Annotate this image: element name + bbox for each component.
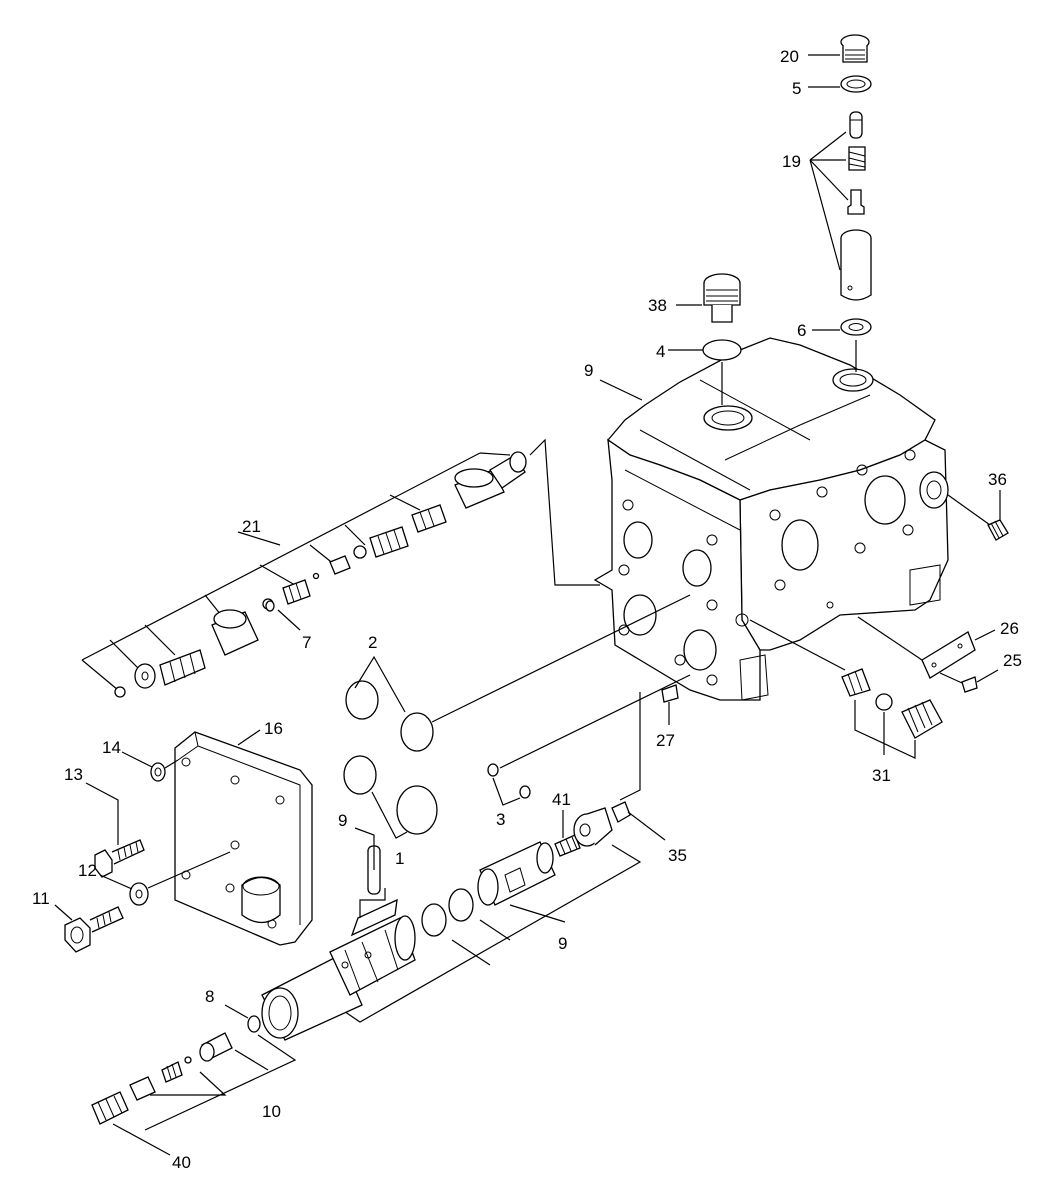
spool-assembly-21 xyxy=(81,438,600,698)
screw-27 xyxy=(661,684,679,703)
label-26: 26 xyxy=(1000,619,1019,638)
leader-lines xyxy=(54,54,1001,921)
label-21: 21 xyxy=(242,517,261,536)
label-36: 36 xyxy=(988,470,1007,489)
label-16: 16 xyxy=(264,719,283,738)
label-6: 6 xyxy=(797,321,806,340)
plug-36 xyxy=(987,519,1009,541)
label-25: 25 xyxy=(1003,651,1022,670)
bolt-13 xyxy=(94,839,145,878)
label-7: 7 xyxy=(302,633,311,652)
spring-seat-31 xyxy=(841,668,943,759)
washer-14 xyxy=(150,762,166,782)
pin-9 xyxy=(354,827,381,895)
label-35: 35 xyxy=(668,846,687,865)
o-ring-2a xyxy=(345,680,379,720)
label-38: 38 xyxy=(648,296,667,315)
valve-body xyxy=(593,337,949,701)
ring-7 xyxy=(265,600,275,612)
label-5: 5 xyxy=(792,79,801,98)
label-2: 2 xyxy=(368,633,377,652)
label-27: 27 xyxy=(656,731,675,750)
label-3: 3 xyxy=(496,810,505,829)
o-ring-3a xyxy=(487,763,499,777)
label-41: 41 xyxy=(552,790,571,809)
label-4: 4 xyxy=(656,342,665,361)
plug-35 xyxy=(611,801,631,823)
label-19: 19 xyxy=(782,152,801,171)
label-13: 13 xyxy=(64,765,83,784)
o-ring-2b xyxy=(400,712,434,752)
plate-26 xyxy=(857,616,996,679)
ring-8 xyxy=(247,1015,261,1033)
label-1: 1 xyxy=(395,849,404,868)
label-9-spool: 9 xyxy=(558,934,567,953)
label-40: 40 xyxy=(172,1153,191,1172)
o-ring-4 xyxy=(702,339,742,361)
top-parts xyxy=(840,34,872,372)
o-ring-3b xyxy=(519,785,531,799)
label-10: 10 xyxy=(262,1102,281,1121)
label-31: 31 xyxy=(872,766,891,785)
washer-12 xyxy=(129,882,149,906)
screw-25 xyxy=(961,676,978,693)
label-12: 12 xyxy=(78,861,97,880)
bolt-11 xyxy=(64,906,124,953)
label-9-body: 9 xyxy=(584,361,593,380)
label-14: 14 xyxy=(102,738,121,757)
parts-10 xyxy=(144,1032,297,1131)
label-9-pin: 9 xyxy=(338,811,347,830)
label-8: 8 xyxy=(205,987,214,1006)
o-ring-1b xyxy=(396,785,438,835)
label-11: 11 xyxy=(32,889,50,908)
spring-40 xyxy=(91,1076,171,1156)
o-ring-1a xyxy=(343,755,377,795)
label-20: 20 xyxy=(780,47,799,66)
plug-38 xyxy=(703,273,741,323)
plunger xyxy=(477,841,566,923)
cover-plate-16 xyxy=(174,731,313,946)
main-spool xyxy=(261,844,642,1041)
